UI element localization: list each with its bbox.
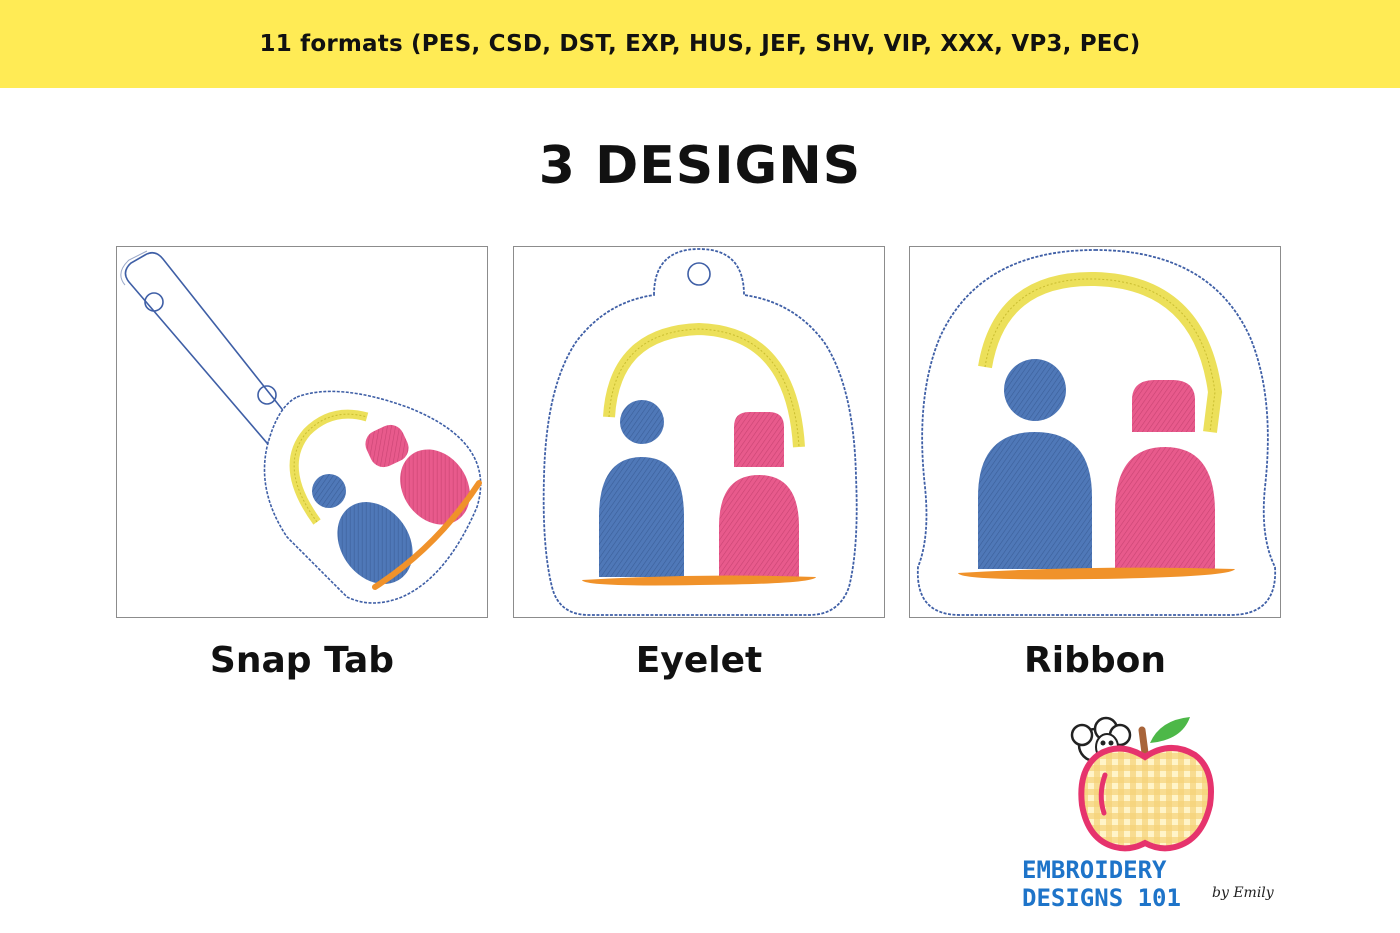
- apple-with-sheep-icon: [1070, 716, 1214, 852]
- formats-banner-text: 11 formats (PES, CSD, DST, EXP, HUS, JEF…: [259, 31, 1141, 57]
- snap-hole-icon: [257, 385, 277, 405]
- snap-tab-embroidery-illustration: [120, 250, 482, 604]
- sheep-icon: [1070, 716, 1132, 763]
- snap-tab-strap: [120, 250, 295, 445]
- design-label-ribbon: Ribbon: [1024, 640, 1166, 681]
- design-card-eyelet[interactable]: [513, 246, 885, 618]
- brand-logo-subtext: by Emily: [1212, 885, 1274, 901]
- formats-banner: 11 formats (PES, CSD, DST, EXP, HUS, JEF…: [0, 0, 1400, 88]
- eyelet-embroidery-illustration: [542, 248, 858, 616]
- design-card-snap-tab[interactable]: [116, 246, 488, 618]
- design-card-ribbon[interactable]: [909, 246, 1281, 618]
- eyelet-hole-icon: [687, 262, 711, 286]
- leaf-icon: [1150, 717, 1190, 743]
- page-title: 3 DESIGNS: [538, 136, 862, 196]
- brand-logo: [1010, 705, 1280, 920]
- brand-logo-text: EMBROIDERY DESIGNS 101: [1022, 856, 1181, 912]
- design-label-eyelet: Eyelet: [635, 640, 763, 681]
- snap-hole-icon: [144, 292, 164, 312]
- design-label-snap-tab: Snap Tab: [209, 640, 395, 681]
- ribbon-embroidery-illustration: [916, 249, 1276, 616]
